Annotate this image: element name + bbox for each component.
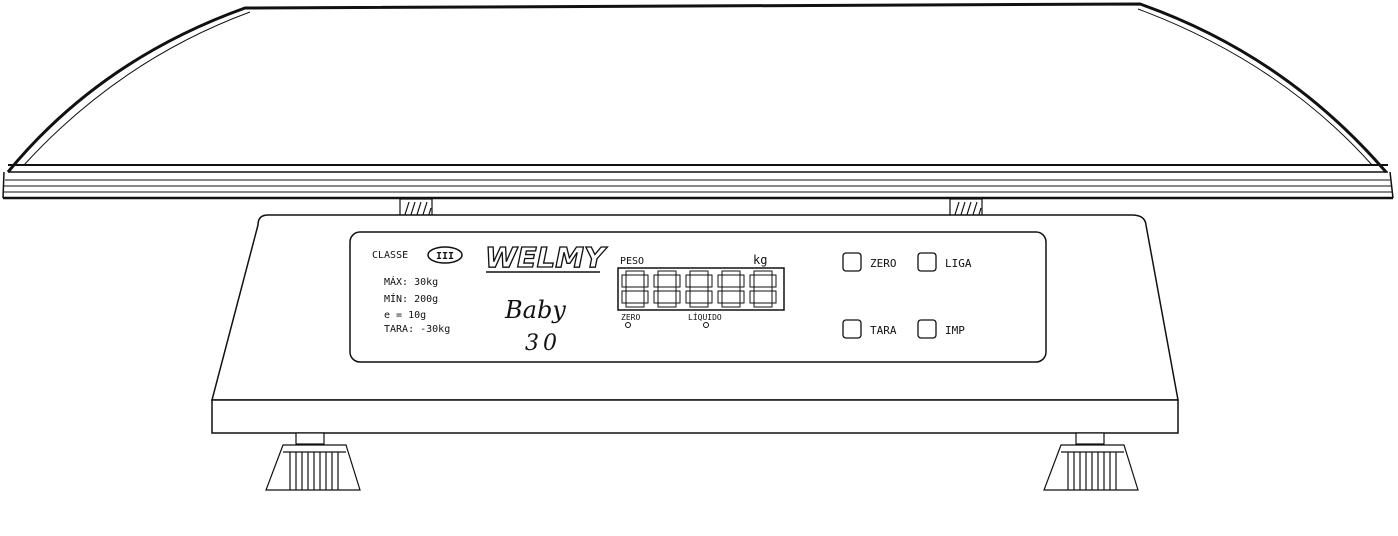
brand-logo: WELMY [484, 240, 608, 274]
weighing-tray [2, 2, 1394, 200]
svg-text:ZERO: ZERO [870, 257, 897, 270]
imp-button[interactable]: IMP [917, 319, 965, 339]
model-name: Baby [504, 296, 566, 324]
spec-min: MÍN: 200g [384, 292, 438, 305]
foot-left [265, 432, 361, 491]
indicator-liquido-led [703, 322, 709, 328]
spec-list: MÁX: 30kg MÍN: 200g e = 10g TARA: -30kg [384, 275, 450, 335]
foot-right [1043, 432, 1139, 491]
spec-e: e = 10g [384, 310, 426, 321]
class-symbol: III [427, 246, 463, 264]
display-digit [653, 270, 681, 308]
display-digits [621, 270, 777, 308]
display-digit [685, 270, 713, 308]
indicator-liquido-label: LÍQUIDO [688, 311, 722, 322]
indicator-zero-led [625, 322, 631, 328]
zero-button[interactable]: ZERO [842, 252, 897, 272]
display-peso-label: PESO [620, 256, 644, 267]
spec-max: MÁX: 30kg [384, 275, 438, 288]
tara-button[interactable]: TARA [842, 319, 897, 339]
model-number: 30 [525, 331, 561, 356]
display-digit [749, 270, 777, 308]
svg-text:LIGA: LIGA [945, 257, 972, 270]
svg-text:IMP: IMP [945, 324, 965, 337]
display-digit [621, 270, 649, 308]
spec-tara: TARA: -30kg [384, 324, 450, 335]
display-digit [717, 270, 745, 308]
svg-text:III: III [436, 251, 454, 262]
svg-text:WELMY: WELMY [485, 241, 608, 274]
class-label: CLASSE [372, 250, 408, 261]
indicator-zero-label: ZERO [621, 313, 640, 322]
display-unit-label: kg [753, 253, 767, 267]
display-window [617, 267, 785, 311]
liga-button[interactable]: LIGA [917, 252, 972, 272]
svg-text:TARA: TARA [870, 324, 897, 337]
